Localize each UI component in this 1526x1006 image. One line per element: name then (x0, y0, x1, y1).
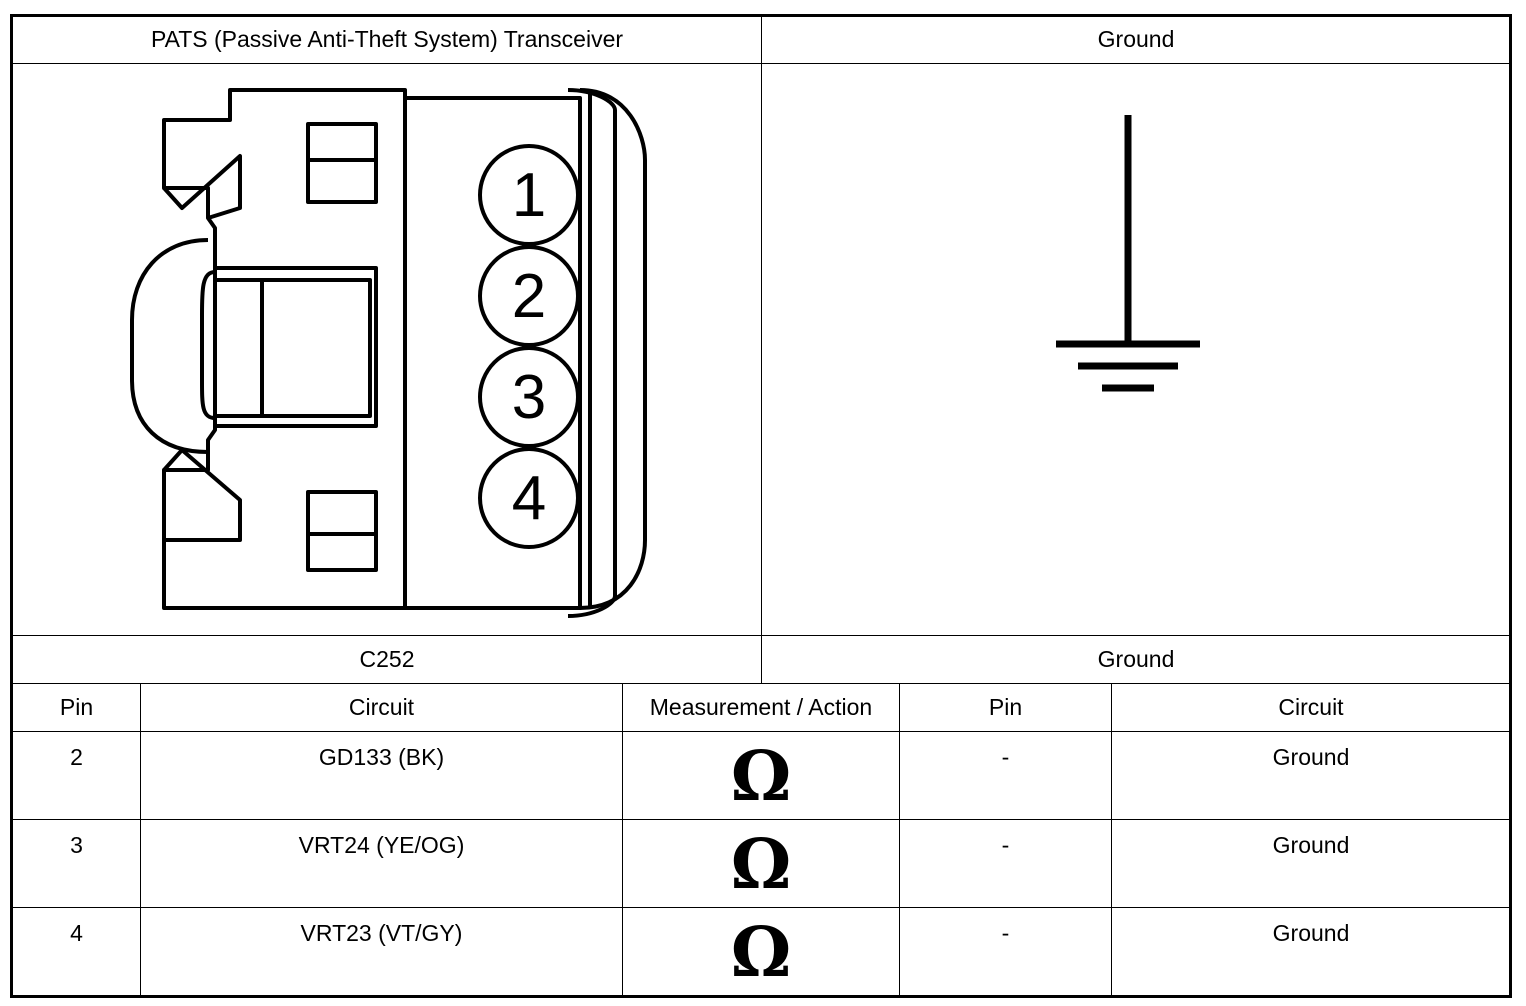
divider-row-2 (12, 907, 1510, 908)
divider-vertical-top (761, 16, 762, 684)
row-2-pin: 3 (70, 832, 83, 858)
column-header-circuit: Circuit (348, 694, 415, 720)
divider-row-1 (12, 819, 1510, 820)
ohm-icon: Ω (730, 825, 792, 905)
divider-col-4 (1111, 684, 1112, 996)
row-1-pin: 2 (70, 744, 83, 770)
row-1-pin-2: - (1001, 744, 1010, 770)
row-2-circuit: VRT24 (YE/OG) (298, 832, 465, 858)
diagram-frame (10, 14, 1512, 998)
pin-label-1: 1 (511, 160, 547, 230)
row-2-pin-2: - (1001, 832, 1010, 858)
row-3-circuit: VRT23 (VT/GY) (300, 920, 463, 946)
divider-image-bottom (12, 635, 1510, 636)
column-header-pin: Pin (59, 694, 94, 720)
divider-table-header (12, 731, 1510, 732)
connector-id-label: C252 (359, 646, 415, 672)
column-header-measurement: Measurement / Action (649, 694, 873, 720)
column-header-pin-2: Pin (988, 694, 1023, 720)
ohm-icon: Ω (730, 913, 792, 993)
divider-header (12, 63, 1510, 64)
pin-label-4: 4 (511, 463, 547, 533)
ohm-icon: Ω (730, 737, 792, 817)
row-3-pin-2: - (1001, 920, 1010, 946)
row-2-circuit-2: Ground (1272, 832, 1350, 858)
divider-connector-label (12, 683, 1510, 684)
divider-col-2 (622, 684, 623, 996)
divider-col-3 (899, 684, 900, 996)
ground-label: Ground (1097, 646, 1175, 672)
row-3-circuit-2: Ground (1272, 920, 1350, 946)
pin-label-2: 2 (511, 261, 547, 331)
ground-symbol-icon (1056, 115, 1200, 392)
right-component-title: Ground (1097, 26, 1175, 52)
row-1-circuit-2: Ground (1272, 744, 1350, 770)
row-3-pin: 4 (70, 920, 83, 946)
divider-col-1 (140, 684, 141, 996)
left-component-title: PATS (Passive Anti-Theft System) Transce… (150, 26, 624, 52)
row-1-circuit: GD133 (BK) (318, 744, 445, 770)
pin-label-3: 3 (511, 362, 547, 432)
connector-c252-drawing (130, 88, 647, 618)
column-header-circuit-2: Circuit (1278, 694, 1344, 720)
